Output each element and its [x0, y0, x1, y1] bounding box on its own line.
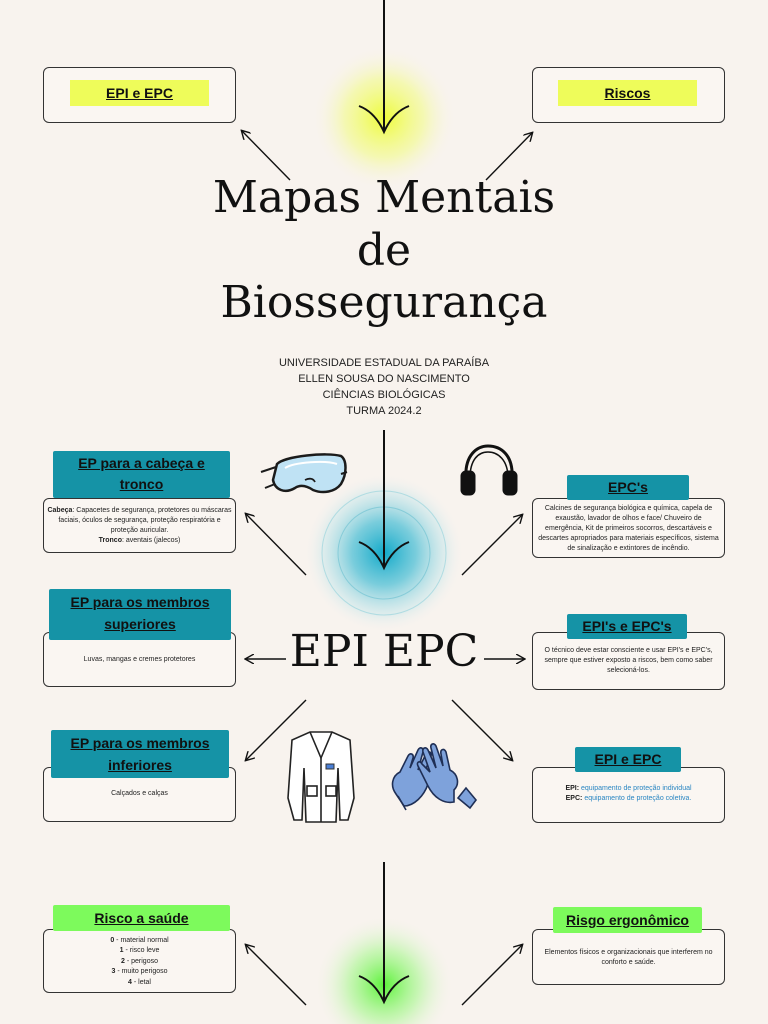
epcs-text: Calcines de segurança biológica e químic… [538, 505, 719, 552]
health-risk-card [43, 929, 236, 993]
head-card [43, 498, 236, 553]
lab-coat-icon [287, 731, 355, 823]
ergonomic-risk-text: Elementos físicos e organizacionais que … [544, 949, 713, 966]
headphones-icon [460, 444, 518, 496]
health-risk-text: 0 - material normal 1 - risco leve 2 - p… [110, 937, 169, 986]
arrow-to-ergo [461, 945, 522, 1006]
epcs-tag: EPC's [567, 475, 689, 500]
author-line: ELLEN SOUSA DO NASCIMENTO [298, 373, 470, 385]
lower-limbs-text: Calçados e calças [111, 790, 168, 797]
epi-epc-text: EPI: equipamento de proteção individual … [565, 785, 692, 802]
arrow-to-top-left [242, 131, 291, 181]
arrow-to-lower [246, 699, 307, 760]
ergonomic-risk-card [532, 929, 725, 985]
lower-limbs-tag: EP para os membros inferiores [51, 730, 229, 778]
epi-epc-tag: EPI e EPC [575, 747, 681, 772]
safety-goggles-icon [260, 453, 348, 494]
arrow-to-health [246, 945, 307, 1006]
head-tag: EP para a cabeça e tronco [53, 451, 230, 498]
institution-line: UNIVERSIDADE ESTADUAL DA PARAÍBA [278, 357, 490, 369]
upper-limbs-card [43, 632, 236, 687]
upper-limbs-tag: EP para os membros superiores [49, 589, 231, 640]
top-vertical-arrow [358, 0, 410, 135]
ergonomic-risk-tag: Risgo ergonômico [553, 907, 702, 933]
title-line-3: Biossegurança [220, 277, 548, 328]
epis-epcs-tag: EPI's e EPC's [567, 614, 687, 639]
epis-epcs-text: O técnico deve estar consciente e usar E… [544, 647, 713, 674]
middle-vertical-arrow [358, 430, 410, 571]
arrow-to-top-right [485, 133, 532, 181]
gloves-icon [391, 743, 478, 811]
top-left-tag: EPI e EPC [70, 80, 209, 106]
course-line: CIÊNCIAS BIOLÓGICAS [322, 389, 446, 401]
title-line-1: Mapas Mentais [212, 172, 556, 223]
center-label: EPI EPC [289, 626, 479, 677]
arrow-to-epcs [461, 515, 522, 576]
bottom-vertical-arrow [358, 862, 410, 1005]
epis-epcs-card [532, 632, 725, 690]
upper-limbs-text: Luvas, mangas e cremes protetores [83, 656, 196, 663]
class-line: TURMA 2024.2 [346, 405, 422, 417]
arrow-to-epi-epc [451, 699, 512, 760]
arrow-to-head [246, 514, 307, 576]
title-line-2: de [356, 225, 412, 276]
head-text: Cabeça: Capacetes de segurança, protetor… [47, 507, 232, 544]
top-right-tag: Riscos [558, 80, 697, 106]
health-risk-tag: Risco a saúde [53, 905, 230, 931]
epcs-card [532, 498, 725, 558]
